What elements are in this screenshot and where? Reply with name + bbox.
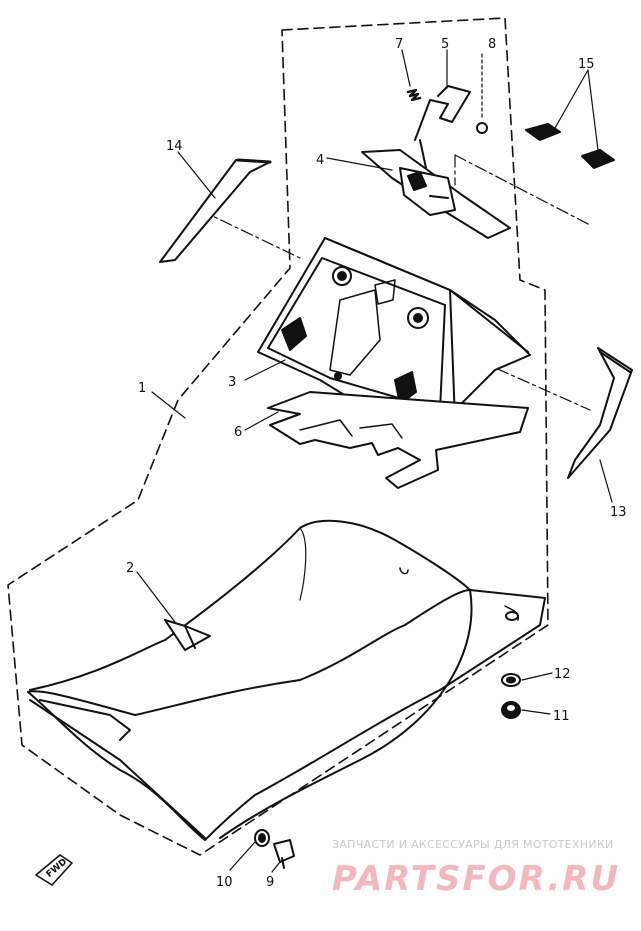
part-14-side-strip [159,158,272,263]
label-part-3: 3 [228,375,236,390]
part-4-lock-bracket [361,149,511,239]
part-7-spring [406,88,422,102]
label-part-6: 6 [234,425,242,440]
watermark-tagline: ЗАПЧАСТИ И АКСЕССУАРЫ ДЛЯ МОТОТЕХНИКИ [332,838,614,851]
label-part-10: 10 [216,875,233,890]
part-5-latch-hook [414,85,471,169]
part-1-seat [27,519,546,841]
part-12-washer [501,673,521,687]
part-13-side-strip [567,347,633,479]
label-part-7: 7 [395,37,403,52]
label-part-5: 5 [441,37,449,52]
part-3-tail-box [257,237,531,433]
label-part-9: 9 [266,875,274,890]
part-6-gasket [267,391,529,489]
part-9-bolt [273,839,295,869]
assembly-outline-dashed [7,17,549,856]
part-15-clips [525,123,615,169]
label-part-1: 1 [138,381,146,396]
part-8-pin [476,53,488,134]
label-part-4: 4 [316,153,324,168]
label-part-15: 15 [578,57,595,72]
part-11-nut [501,701,521,719]
label-part-11: 11 [553,709,570,724]
label-part-8: 8 [488,37,496,52]
label-part-13: 13 [610,505,627,520]
label-leaders [136,49,613,873]
label-part-14: 14 [166,139,183,154]
part-10-washer [254,829,270,847]
forward-direction-icon: FWD [35,854,73,886]
label-part-12: 12 [554,667,571,682]
watermark-brand: PARTSFOR.RU [332,859,620,899]
label-part-2: 2 [126,561,134,576]
